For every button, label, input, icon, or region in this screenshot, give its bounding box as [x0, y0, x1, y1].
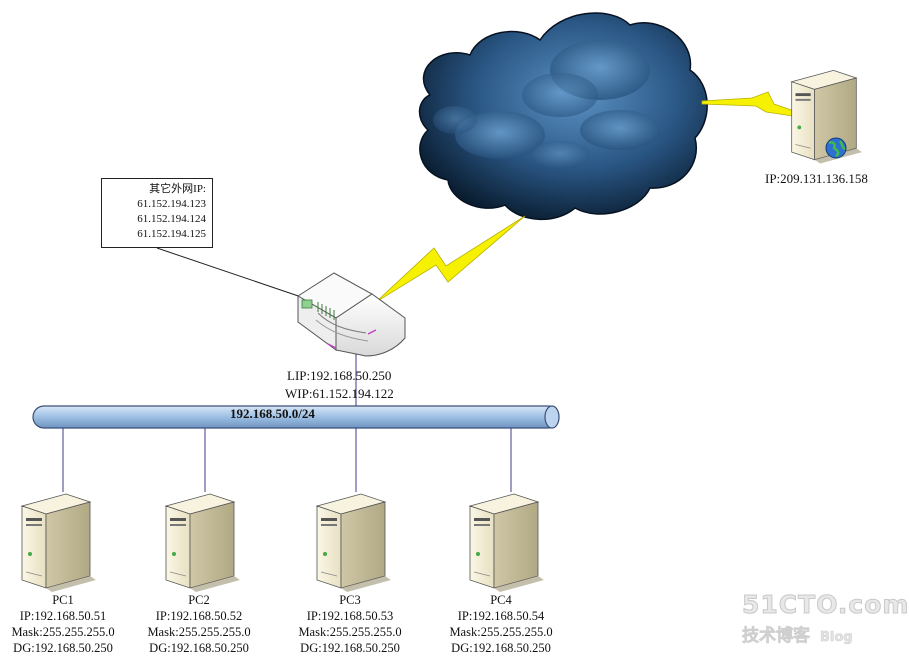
web-server-icon — [791, 69, 862, 164]
pc-ip: IP:192.168.50.53 — [306, 609, 394, 623]
callout-title: 其它外网IP: — [149, 183, 206, 195]
server-ip-label: IP:209.131.136.158 — [765, 171, 868, 186]
watermark: 51CTO.com 技术博客 Blog — [741, 590, 909, 647]
network-diagram: 其它外网IP: 61.152.194.123 61.152.194.124 61… — [0, 12, 909, 656]
pc1-label-group: PC1 IP:192.168.50.51 Mask:255.255.255.0 … — [0, 592, 143, 656]
pc2-label-group: PC2 IP:192.168.50.52 Mask:255.255.255.0 … — [119, 592, 279, 656]
pc4-label-group: PC4 IP:192.168.50.54 Mask:255.255.255.0 … — [421, 592, 581, 656]
pc-gateway: DG:192.168.50.250 — [149, 641, 249, 655]
watermark-blog: Blog — [820, 630, 853, 646]
pc3-label-group: PC3 IP:192.168.50.53 Mask:255.255.255.0 … — [270, 592, 430, 656]
watermark-main: 51CTO.com — [741, 590, 909, 620]
callout-leader-line — [156, 247, 317, 303]
internet-cloud — [418, 12, 708, 220]
router-wip-label: WIP:61.152.194.122 — [285, 386, 394, 401]
pc-gateway: DG:192.168.50.250 — [300, 641, 400, 655]
pc-mask: Mask:255.255.255.0 — [449, 625, 553, 639]
pc-mask: Mask:255.255.255.0 — [298, 625, 402, 639]
pc-ip: IP:192.168.50.51 — [19, 609, 107, 623]
pc-mask: Mask:255.255.255.0 — [11, 625, 115, 639]
pc-name: PC2 — [188, 593, 210, 607]
pc-mask: Mask:255.255.255.0 — [147, 625, 251, 639]
other-wan-ips-callout: 其它外网IP: 61.152.194.123 61.152.194.124 61… — [101, 178, 213, 248]
wan-link-lightning — [375, 215, 526, 303]
callout-ip: 61.152.194.124 — [137, 213, 206, 225]
pc4-tower-icon — [469, 493, 544, 592]
callout-ip: 61.152.194.123 — [137, 198, 206, 210]
callout-ip: 61.152.194.125 — [137, 228, 206, 240]
lan-bus — [32, 405, 560, 429]
watermark-sub: 技术博客 Blog — [742, 621, 909, 647]
pc-name: PC3 — [339, 593, 361, 607]
pc-name: PC4 — [490, 593, 512, 607]
router-lip-label: LIP:192.168.50.250 — [287, 368, 392, 383]
pc-name: PC1 — [52, 593, 74, 607]
pc1-tower-icon — [21, 493, 96, 592]
pc-ip: IP:192.168.50.52 — [155, 609, 243, 623]
pc2-tower-icon — [165, 493, 240, 592]
pc-gateway: DG:192.168.50.250 — [13, 641, 113, 655]
diagram-canvas — [21, 12, 862, 592]
watermark-sub-text: 技术博客 — [742, 626, 811, 647]
subnet-label: 192.168.50.0/24 — [230, 406, 315, 421]
pc-gateway: DG:192.168.50.250 — [451, 641, 551, 655]
router-icon — [297, 272, 406, 357]
pc3-tower-icon — [316, 493, 391, 592]
pc-ip: IP:192.168.50.54 — [457, 609, 545, 623]
